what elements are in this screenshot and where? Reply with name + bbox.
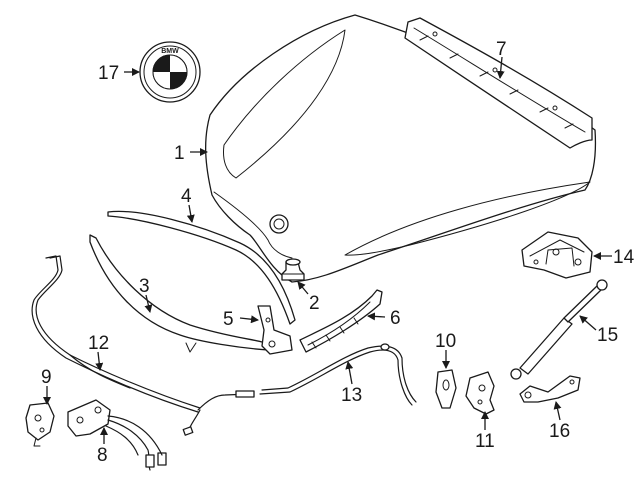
hood-gas-strut (510, 279, 608, 380)
callout-4: 4 (181, 186, 192, 207)
leader-7 (496, 56, 505, 79)
leader-5 (239, 315, 259, 324)
latch-cable (259, 343, 417, 406)
hood-seal-upper (107, 210, 296, 325)
hood-bumper-stop (281, 258, 305, 281)
leader-6 (367, 312, 386, 321)
leader-3 (144, 294, 153, 313)
callout-10: 10 (435, 331, 456, 352)
callout-13: 13 (341, 385, 362, 406)
callout-12: 12 (88, 333, 109, 354)
leader-15 (579, 315, 597, 331)
leader-12 (95, 351, 104, 371)
callout-5: 5 (223, 309, 234, 330)
callout-3: 3 (139, 276, 150, 297)
bmw-emblem: BMW (139, 41, 201, 103)
strut-bracket (519, 375, 581, 403)
callout-11: 11 (475, 431, 495, 452)
hood-catch (435, 369, 457, 409)
callout-14: 14 (613, 247, 635, 268)
callout-8: 8 (97, 445, 108, 466)
callout-17: 17 (98, 63, 119, 84)
callout-numbers: 1 2 3 4 5 6 7 8 9 10 11 12 13 14 15 16 1… (41, 39, 635, 466)
leader-13 (345, 361, 354, 385)
leader-2 (297, 281, 309, 295)
callout-16: 16 (549, 421, 570, 442)
leader-4 (186, 204, 195, 223)
hood-release-cable (31, 255, 255, 436)
callout-9: 9 (41, 367, 52, 388)
hinge-bracket (257, 305, 293, 355)
callout-2: 2 (309, 293, 320, 314)
safety-catch (465, 371, 495, 415)
callout-15: 15 (597, 325, 618, 346)
callout-1: 1 (174, 143, 185, 164)
leader-lines (43, 56, 612, 444)
side-trim-panel (299, 289, 383, 353)
latch-assembly (67, 399, 167, 471)
callout-6: 6 (390, 308, 401, 329)
callout-7: 7 (496, 39, 507, 60)
hood-latch (25, 402, 55, 447)
leader-16 (553, 401, 562, 421)
emblem-lettering: BMW (161, 48, 179, 55)
hood-front-seal (404, 17, 593, 149)
hood-hinge (521, 231, 593, 279)
